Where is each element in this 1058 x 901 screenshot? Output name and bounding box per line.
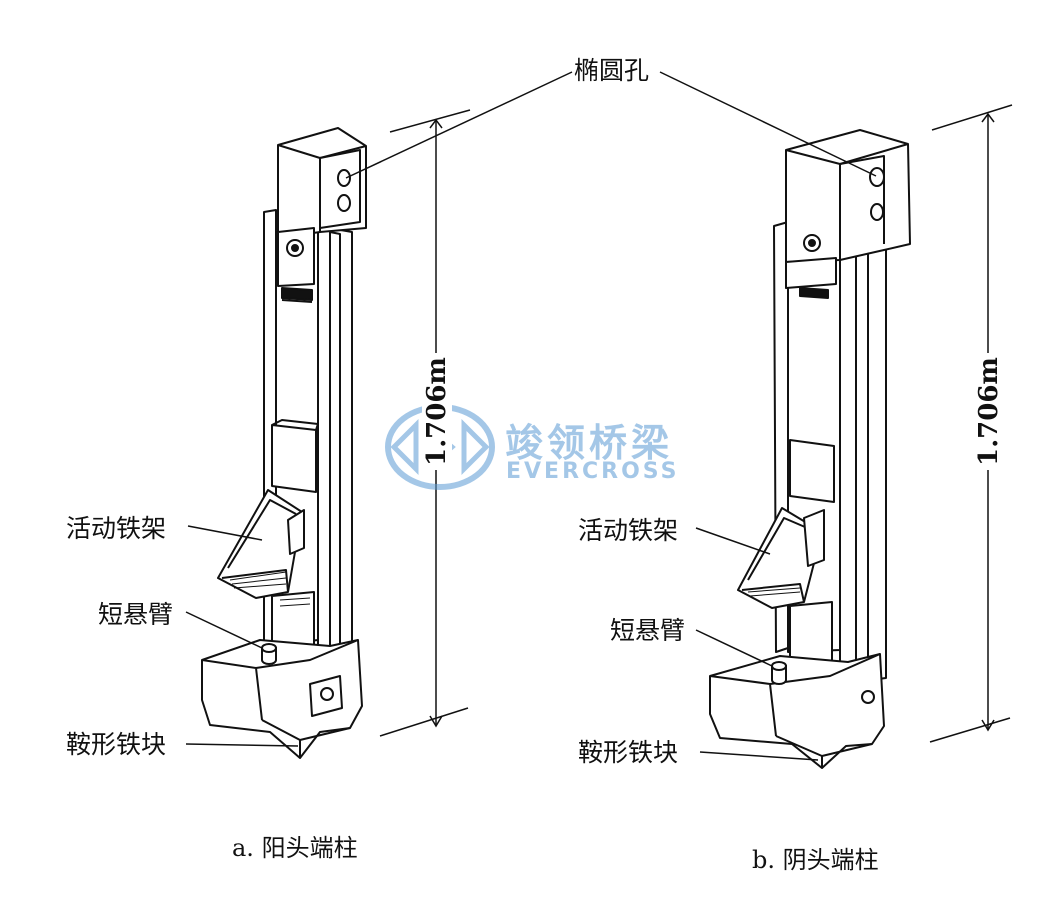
caption-b: b. 阴头端柱 [752, 846, 879, 874]
watermark-text-en: EVERCROSS [506, 459, 680, 484]
label-movable-bracket-b: 活动铁架 [578, 516, 679, 545]
label-saddle-block-a: 鞍形铁块 [66, 730, 167, 759]
watermark-text-cn: 竣领桥梁 [505, 421, 674, 465]
label-short-cantilever-a: 短悬臂 [98, 600, 174, 629]
holes-a [261, 169, 351, 701]
dimension-height-a: 1.706m [422, 353, 452, 470]
leader-lines [185, 71, 877, 761]
label-saddle-block-b: 鞍形铁块 [578, 738, 679, 767]
label-movable-bracket-a: 活动铁架 [66, 514, 167, 543]
male-end-post [201, 127, 367, 759]
holes-b [771, 167, 885, 704]
female-end-post [709, 129, 911, 769]
dimension-lines [379, 104, 1013, 743]
label-elliptical-hole: 椭圆孔 [574, 56, 650, 85]
dimension-height-b: 1.706m [974, 353, 1004, 470]
caption-a: a. 阳头端柱 [232, 834, 358, 862]
label-short-cantilever-b: 短悬臂 [610, 616, 686, 645]
